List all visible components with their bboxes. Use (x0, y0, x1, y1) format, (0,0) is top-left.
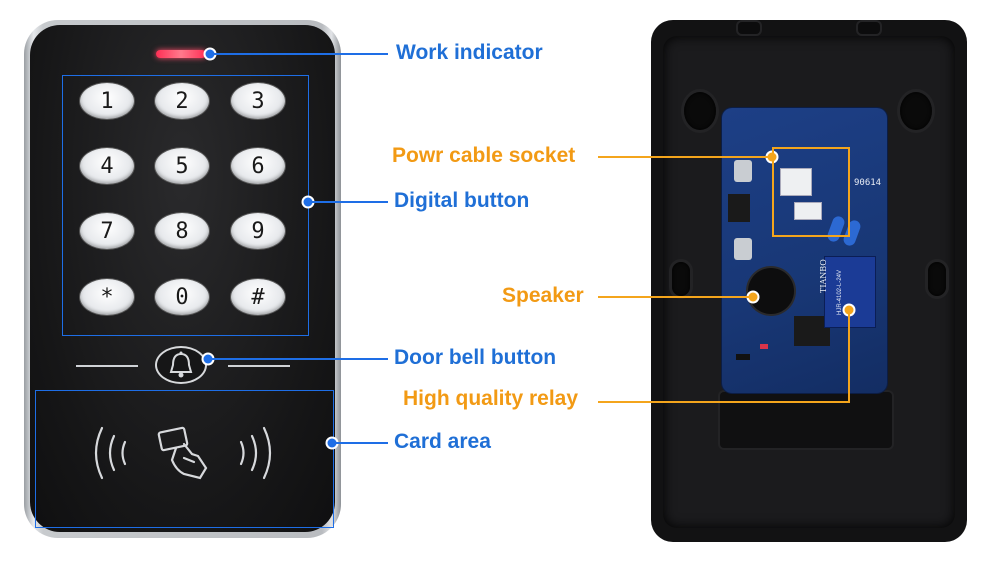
key-1[interactable]: 1 (80, 83, 134, 119)
speaker-label: Speaker (502, 284, 584, 307)
power-socket-bracket-bottom (772, 235, 850, 237)
work-indicator-led (156, 50, 206, 58)
power-socket-bracket-right (848, 147, 850, 237)
capacitor-2 (734, 238, 752, 260)
power-socket-bracket-left (772, 147, 774, 237)
digital-button-line (308, 201, 388, 203)
card-area-line (332, 442, 388, 444)
card-area-box (35, 390, 334, 528)
capacitor-1 (734, 160, 752, 182)
key-3[interactable]: 3 (231, 83, 285, 119)
blue-capacitor-2 (841, 218, 863, 248)
door-bell-label: Door bell button (394, 346, 557, 369)
bell-icon (169, 351, 193, 378)
relay-line-vertical (848, 310, 850, 402)
key-star[interactable]: * (80, 279, 134, 315)
screw-hole-mid-left (672, 262, 690, 296)
relay: TIANBO HJR-4102-L-24V (819, 256, 876, 328)
key-2[interactable]: 2 (155, 83, 209, 119)
card-area-label: Card area (394, 430, 491, 453)
speaker-line (598, 296, 753, 298)
circuit-board: TIANBO HJR-4102-L-24V 90614 (722, 108, 887, 393)
key-9[interactable]: 9 (231, 213, 285, 249)
digital-button-label: Digital button (394, 189, 530, 212)
screw-hole-mid-right (928, 262, 946, 296)
bell-divider-left (76, 365, 138, 367)
bell-divider-right (228, 365, 290, 367)
screw-hole-top-left (684, 92, 716, 130)
speaker-buzzer (748, 268, 794, 314)
top-tab-left (738, 22, 760, 34)
key-4[interactable]: 4 (80, 148, 134, 184)
regulator-chip (728, 194, 750, 222)
key-5[interactable]: 5 (155, 148, 209, 184)
key-7[interactable]: 7 (80, 213, 134, 249)
work-indicator-label: Work indicator (396, 41, 543, 64)
power-socket-bracket-top (772, 147, 850, 149)
relay-brand: TIANBO (819, 259, 828, 293)
relay-label: High quality relay (403, 387, 579, 410)
top-tab-right (858, 22, 880, 34)
rfid-card-icon (94, 426, 272, 480)
relay-model: HJR-4102-L-24V (837, 269, 843, 315)
aux-connector (794, 202, 822, 220)
relay-line-horizontal (598, 401, 850, 403)
power-connector (780, 168, 812, 196)
key-hash[interactable]: # (231, 279, 285, 315)
power-cable-socket-line (598, 156, 772, 158)
key-6[interactable]: 6 (231, 148, 285, 184)
key-0[interactable]: 0 (155, 279, 209, 315)
screw-hole-top-right (900, 92, 932, 130)
work-indicator-line (210, 53, 388, 55)
board-number: 90614 (854, 178, 882, 188)
door-bell-line (208, 358, 388, 360)
door-bell-button[interactable] (155, 346, 207, 384)
key-8[interactable]: 8 (155, 213, 209, 249)
speaker-dot (748, 292, 758, 302)
power-cable-socket-label: Powr cable socket (392, 144, 576, 167)
smd-part (736, 354, 750, 360)
smd-led (760, 344, 768, 349)
